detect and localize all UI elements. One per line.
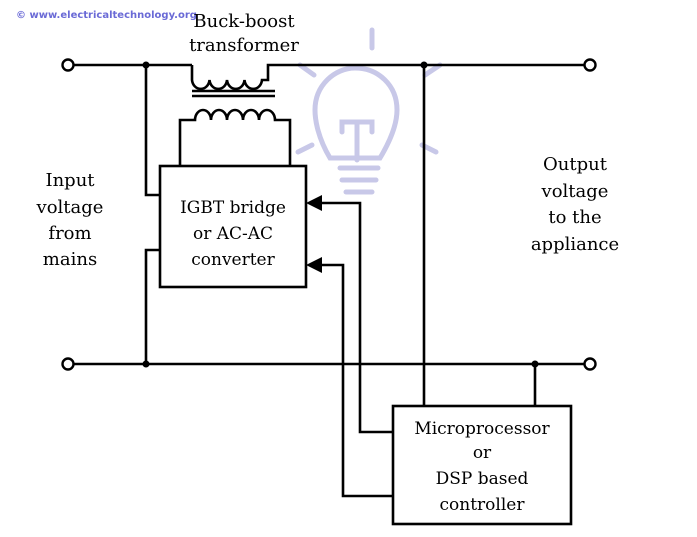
controller-box-label: Microprocessor or DSP based controller [414,419,550,515]
svg-text:or AC-AC: or AC-AC [193,224,273,244]
svg-text:appliance: appliance [531,234,619,255]
igbt-bridge-box [158,164,308,289]
svg-text:mains: mains [43,249,97,270]
watermark-text: © www.electricaltechnology.org [16,10,197,21]
svg-text:voltage: voltage [541,181,609,202]
svg-text:IGBT bridge: IGBT bridge [180,198,286,218]
buck-boost-transformer [178,63,292,166]
junction-dot [531,360,539,368]
svg-text:DSP based: DSP based [436,469,529,489]
svg-text:transformer: transformer [189,35,299,56]
svg-text:controller: controller [440,495,526,515]
input-terminal-bottom [61,357,75,371]
input-wire-to-igbt-top [144,65,160,197]
igbt-box-label: IGBT bridge or AC-AC converter [180,198,286,270]
input-terminal-top [61,58,75,72]
svg-text:converter: converter [191,250,275,270]
junction-dot [420,61,428,69]
lightbulb-watermark-icon [295,27,443,195]
svg-text:voltage: voltage [36,197,104,218]
svg-text:from: from [48,223,91,244]
arrow-head-icon [306,195,322,211]
input-wire-to-igbt-bottom [144,248,160,364]
input-voltage-label: Input voltage from mains [36,170,104,270]
svg-text:to the: to the [548,207,601,228]
output-terminal-bottom [583,357,597,371]
svg-text:Output: Output [543,154,608,175]
output-terminal-top [583,58,597,72]
output-voltage-label: Output voltage to the appliance [531,154,619,255]
svg-text:Buck-boost: Buck-boost [193,11,295,32]
control-signal-wire-1 [322,201,393,434]
transformer-label: Buck-boost transformer [189,11,299,56]
svg-text:Microprocessor: Microprocessor [414,419,550,439]
svg-text:Input: Input [45,170,95,191]
control-signal-wire-2 [322,263,393,498]
junction-dot [142,61,150,69]
svg-text:or: or [473,443,492,463]
arrow-head-icon [306,257,322,273]
controller-box [391,404,573,526]
